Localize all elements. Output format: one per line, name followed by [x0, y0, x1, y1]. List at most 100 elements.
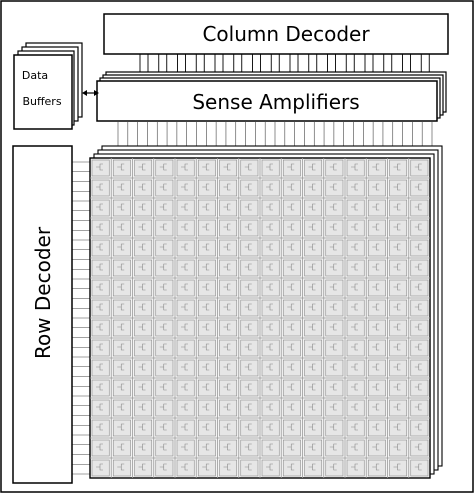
memory-cell-body [410, 259, 429, 277]
memory-cell-body [389, 359, 408, 377]
memory-cell [389, 379, 408, 397]
memory-cell [176, 339, 195, 357]
memory-cell [410, 219, 429, 237]
memory-cell [304, 179, 323, 197]
memory-cell-transistor-glyph [414, 203, 422, 211]
memory-cell [325, 419, 344, 437]
memory-cell-body [155, 419, 174, 437]
memory-cell [197, 319, 216, 337]
memory-cell-body [134, 419, 153, 437]
memory-cell-body [219, 379, 238, 397]
memory-cell-transistor-glyph [159, 303, 167, 311]
memory-cell [367, 279, 386, 297]
memory-cell-transistor-glyph [202, 323, 210, 331]
memory-cell-body [219, 359, 238, 377]
memory-cell-transistor-glyph [117, 363, 125, 371]
memory-cell-body [282, 219, 301, 237]
memory-cell-transistor-glyph [266, 443, 273, 451]
memory-cell [346, 239, 365, 257]
memory-cell-transistor-glyph [96, 363, 103, 371]
memory-cell-body [389, 339, 408, 357]
memory-cell-transistor-glyph [223, 183, 231, 191]
memory-cell-transistor-glyph [266, 343, 273, 351]
memory-cell-transistor-glyph [223, 203, 231, 211]
memory-cell [176, 219, 195, 237]
memory-cell [176, 179, 195, 197]
memory-cell-transistor-glyph [117, 443, 125, 451]
word-lines [72, 161, 90, 475]
memory-cell-body [261, 339, 280, 357]
memory-cell [261, 219, 280, 237]
memory-cell [219, 459, 238, 477]
memory-cell [367, 239, 386, 257]
memory-cell-body [304, 459, 323, 477]
memory-cell-transistor-glyph [244, 443, 252, 451]
memory-cell-transistor-glyph [181, 263, 188, 271]
memory-cell [219, 339, 238, 357]
memory-cell-body [91, 419, 110, 437]
memory-cell [282, 399, 301, 417]
memory-cell-transistor-glyph [351, 303, 358, 311]
memory-cell-body [261, 319, 280, 337]
memory-cell [346, 359, 365, 377]
memory-cell [91, 379, 110, 397]
memory-cell-body [197, 179, 216, 197]
memory-cell-transistor-glyph [244, 343, 252, 351]
memory-cell-body [410, 299, 429, 317]
memory-cell-body [240, 279, 259, 297]
memory-cell-transistor-glyph [351, 163, 358, 171]
memory-cell [155, 319, 174, 337]
sense-amplifiers-box [96, 80, 438, 122]
memory-cell-transistor-glyph [223, 403, 231, 411]
memory-cell-transistor-glyph [393, 443, 401, 451]
memory-cell-transistor-glyph [266, 363, 273, 371]
memory-cell [367, 199, 386, 217]
memory-cell [176, 359, 195, 377]
memory-cell [389, 279, 408, 297]
memory-cell-body [367, 219, 386, 237]
memory-cell [219, 199, 238, 217]
memory-cell-transistor-glyph [138, 463, 146, 471]
bit-lines [117, 121, 433, 150]
memory-cell-body [325, 459, 344, 477]
memory-cell-body [325, 219, 344, 237]
memory-cell-transistor-glyph [223, 163, 231, 171]
memory-cell [410, 379, 429, 397]
memory-cell-body [304, 379, 323, 397]
memory-cell [240, 399, 259, 417]
memory-cell-transistor-glyph [181, 323, 188, 331]
memory-cell [112, 259, 131, 277]
memory-cell-body [261, 279, 280, 297]
memory-cell-transistor-glyph [329, 383, 337, 391]
memory-cell-transistor-glyph [393, 183, 401, 191]
memory-cell-transistor-glyph [244, 383, 252, 391]
memory-cell [325, 319, 344, 337]
memory-cell-transistor-glyph [308, 163, 316, 171]
memory-cell [261, 179, 280, 197]
memory-cell-body [261, 399, 280, 417]
memory-cell-body [176, 259, 195, 277]
memory-cell [367, 459, 386, 477]
memory-cell-transistor-glyph [351, 383, 358, 391]
memory-cell-body [240, 259, 259, 277]
memory-cell-body [410, 239, 429, 257]
memory-cell-body [155, 239, 174, 257]
memory-cell [134, 379, 153, 397]
memory-cell [134, 399, 153, 417]
memory-cell [91, 439, 110, 457]
memory-cell-body [155, 359, 174, 377]
memory-cell-transistor-glyph [266, 223, 273, 231]
memory-cell-body [176, 419, 195, 437]
memory-cell-transistor-glyph [244, 323, 252, 331]
memory-cell-body [112, 279, 131, 297]
memory-cell [219, 379, 238, 397]
memory-cell-transistor-glyph [96, 323, 103, 331]
memory-cell-transistor-glyph [96, 403, 103, 411]
memory-cell [304, 239, 323, 257]
memory-cell-transistor-glyph [138, 443, 146, 451]
memory-cell-body [91, 359, 110, 377]
memory-cell-body [410, 319, 429, 337]
memory-cell-body [304, 239, 323, 257]
memory-cell [346, 339, 365, 357]
memory-cell-body [389, 279, 408, 297]
